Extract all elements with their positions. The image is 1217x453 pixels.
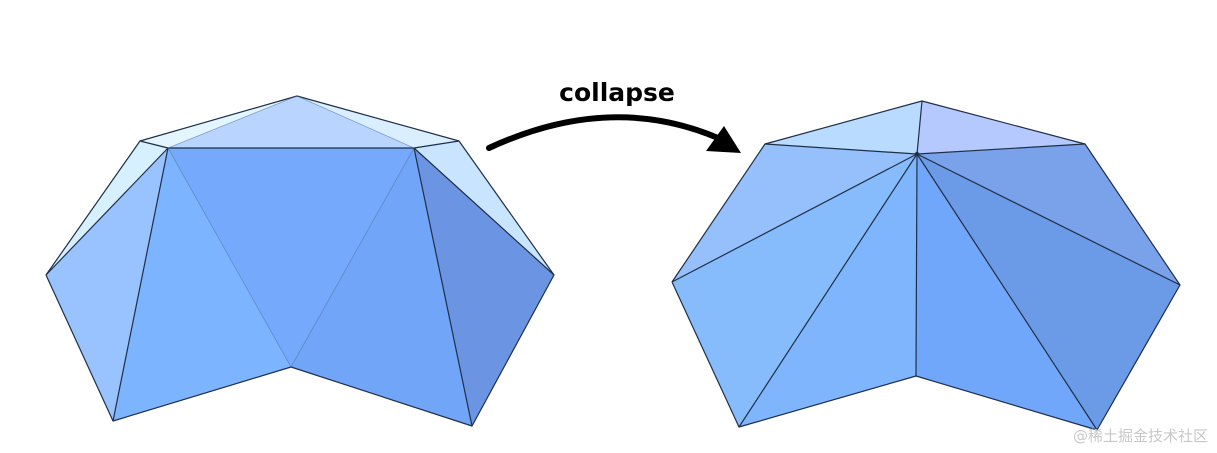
collapse-label: collapse xyxy=(559,78,675,107)
edge-after-to-top xyxy=(916,100,923,155)
edge-after-to-bottom-left xyxy=(738,153,918,428)
face-left-inner xyxy=(113,148,291,421)
edge-left-mid xyxy=(112,147,169,422)
collapse-arrow-group: collapse xyxy=(486,78,741,153)
mesh-after xyxy=(671,100,1181,431)
face-left-side xyxy=(46,148,168,421)
face-top-center xyxy=(168,96,414,148)
face-after-left-lower xyxy=(672,154,917,427)
edge-right-mid xyxy=(413,147,473,427)
face-right-side xyxy=(414,148,554,426)
edge-after-to-bottom-right xyxy=(916,153,1098,431)
edge-after-to-left xyxy=(671,153,918,283)
face-top-left-outer xyxy=(140,96,297,148)
edge-top-right xyxy=(413,140,460,149)
collapsed-vertex xyxy=(914,151,920,157)
face-top-right-outer xyxy=(297,96,459,148)
edge-after-to-right xyxy=(916,153,1181,286)
mesh-before xyxy=(45,95,555,427)
face-after-left-upper xyxy=(672,144,917,282)
face-after-top-left xyxy=(765,101,922,154)
face-left-upper xyxy=(46,141,168,275)
edge-top-left xyxy=(139,140,169,149)
collapse-arrow-curve xyxy=(486,114,721,151)
collapse-arrow-head xyxy=(706,126,741,153)
edge-after-to-notch xyxy=(915,153,918,377)
face-right-inner xyxy=(291,148,472,426)
edge-apex-right xyxy=(296,95,415,149)
face-after-right-lower xyxy=(917,154,1180,430)
face-after-right-upper xyxy=(917,144,1180,285)
edge-apex-left xyxy=(167,95,298,149)
edge-after-to-top-right xyxy=(916,143,1086,155)
edge-right-down xyxy=(413,147,555,276)
face-right-upper xyxy=(414,141,554,275)
watermark-text: @稀土掘金技术社区 xyxy=(1073,427,1208,445)
edge-after-to-top-left xyxy=(764,143,918,155)
face-front-center xyxy=(168,148,414,367)
face-after-top-right xyxy=(917,101,1085,154)
edge-left-center xyxy=(167,147,292,368)
edge-right-center xyxy=(290,147,415,368)
edge-left-down xyxy=(45,147,169,276)
